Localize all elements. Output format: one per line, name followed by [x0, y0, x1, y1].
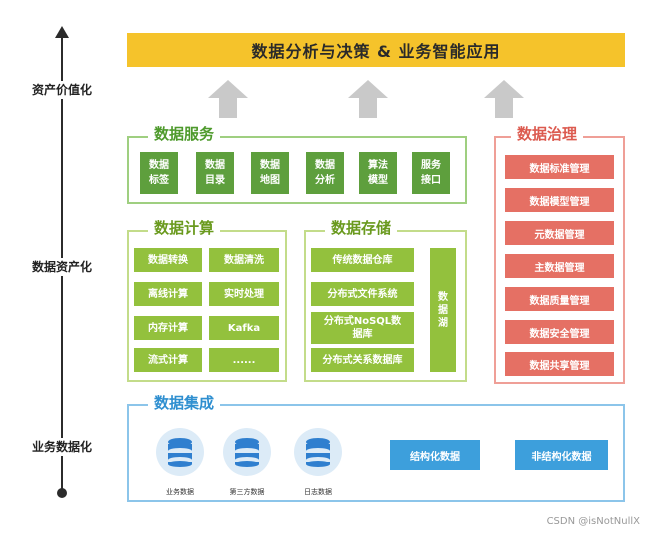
governance-item: 元数据管理	[505, 221, 614, 245]
watermark: CSDN @isNotNullX	[546, 516, 640, 527]
axis-level-business-data: 业务数据化	[12, 438, 112, 456]
storage-item: 分布式关系数据库	[311, 348, 414, 372]
storage-item: 分布式NoSQL数 据库	[311, 312, 414, 344]
governance-item: 数据模型管理	[505, 188, 614, 212]
governance-item: 数据质量管理	[505, 287, 614, 311]
data-integration-title: 数据集成	[148, 393, 221, 413]
service-tile-analysis: 数据 分析	[306, 152, 344, 194]
compute-tile: 离线计算	[134, 282, 202, 306]
source-label: 业务数据	[166, 488, 194, 496]
axis-dot	[57, 488, 67, 498]
source-label: 日志数据	[304, 488, 332, 496]
data-service-title: 数据服务	[148, 124, 221, 144]
data-compute-title: 数据计算	[148, 218, 221, 238]
governance-item: 数据标准管理	[505, 155, 614, 179]
service-tile-tags: 数据 标签	[140, 152, 178, 194]
up-arrow-icon	[484, 80, 524, 120]
banner-analysis-decision: 数据分析与决策 & 业务智能应用	[127, 33, 625, 67]
database-icon	[294, 428, 342, 476]
service-tile-api: 服务 接口	[412, 152, 450, 194]
unstructured-data-tile: 非结构化数据	[515, 440, 608, 470]
structured-data-tile: 结构化数据	[390, 440, 480, 470]
database-icon	[223, 428, 271, 476]
up-arrow-icon	[348, 80, 388, 120]
database-icon	[156, 428, 204, 476]
storage-item: 传统数据仓库	[311, 248, 414, 272]
compute-tile: 数据清洗	[209, 248, 279, 272]
data-governance-title: 数据治理	[511, 124, 584, 144]
axis-level-data-asset: 数据资产化	[12, 258, 112, 276]
compute-tile: 流式计算	[134, 348, 202, 372]
data-storage-title: 数据存储	[325, 218, 398, 238]
compute-tile: 实时处理	[209, 282, 279, 306]
compute-tile-more: ......	[209, 348, 279, 372]
compute-tile: 内存计算	[134, 316, 202, 340]
up-arrow-icon	[208, 80, 248, 120]
governance-item: 数据安全管理	[505, 320, 614, 344]
compute-tile-kafka: Kafka	[209, 316, 279, 340]
storage-data-lake: 数 据 湖	[430, 248, 456, 372]
storage-item: 分布式文件系统	[311, 282, 414, 306]
axis-level-asset-value: 资产价值化	[12, 81, 112, 99]
governance-item: 数据共享管理	[505, 352, 614, 376]
governance-item: 主数据管理	[505, 254, 614, 278]
service-tile-catalog: 数据 目录	[196, 152, 234, 194]
data-service-panel	[127, 136, 467, 204]
source-label: 第三方数据	[229, 488, 265, 496]
service-tile-map: 数据 地图	[251, 152, 289, 194]
compute-tile: 数据转换	[134, 248, 202, 272]
axis-arrow-icon	[55, 26, 69, 38]
service-tile-algorithm: 算法 模型	[359, 152, 397, 194]
